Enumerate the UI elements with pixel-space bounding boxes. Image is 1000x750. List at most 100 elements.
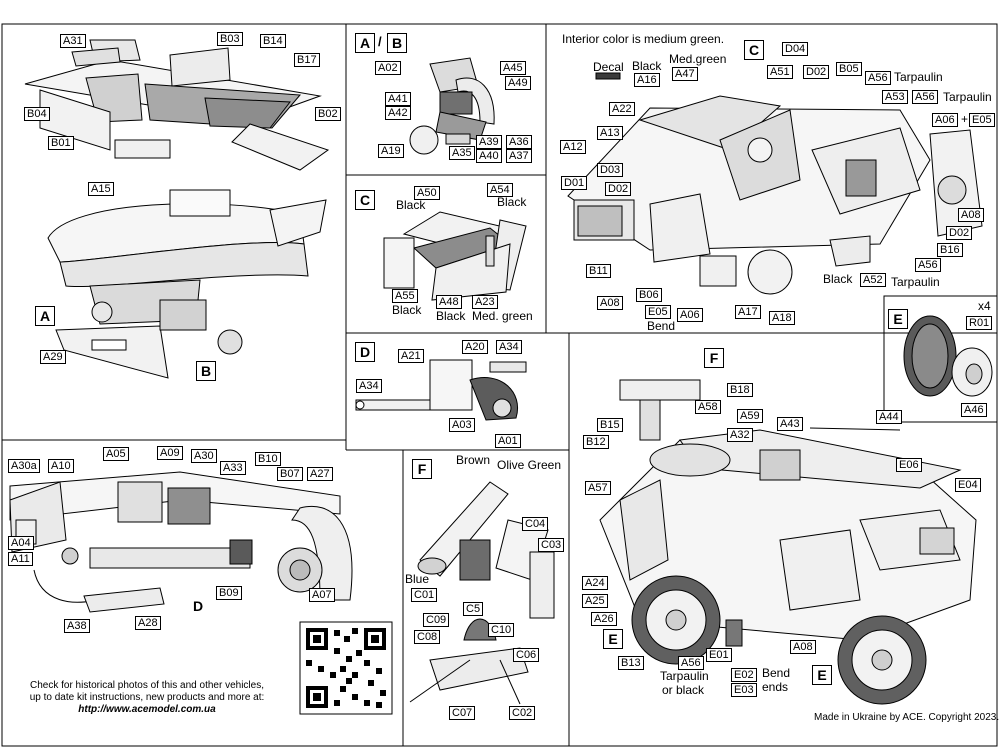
part-label: A34 [496,340,522,354]
paint-note: Tarpaulin [660,669,709,683]
panel-tag: F [412,459,432,479]
part-label: E03 [731,683,757,697]
qr-code [299,621,393,715]
part-label: B11 [586,264,611,278]
paint-note: Black [632,59,662,73]
part-label: D02 [605,182,632,196]
part-label: A19 [378,144,404,158]
panel-e-wheel-frame [883,295,998,423]
part-label: A30 [191,449,217,463]
part-label: A27 [307,467,333,481]
lower-hull-drawing [9,471,353,613]
part-label: C07 [449,706,476,720]
part-label: A59 [737,409,763,423]
panel-tag: F [704,348,724,368]
paint-note: Black [396,198,426,212]
part-label: A22 [609,102,635,116]
part-label: A30a [8,459,40,473]
assembly-callout: D [193,598,204,614]
part-label: C02 [509,706,536,720]
interior-color-note: Interior color is medium green. [562,32,725,46]
part-label: D03 [597,163,624,177]
part-label: B14 [260,34,286,48]
part-label: B13 [618,656,644,670]
part-label: A58 [695,400,721,414]
part-label: A01 [495,434,521,448]
fender-assembly-drawing [47,189,327,379]
part-label: A08 [597,296,623,310]
part-label: D02 [803,65,830,79]
part-label: A17 [735,305,761,319]
paint-note: ends [762,680,789,694]
part-label: C06 [513,648,540,662]
part-label: C5 [463,602,484,616]
part-label: A45 [500,61,526,75]
part-label: A51 [767,65,793,79]
part-label: A43 [777,417,803,431]
part-label: A26 [591,612,617,626]
vehicle-assembly-drawing [599,379,977,705]
part-label: A56 [678,656,704,670]
part-label: A20 [462,340,488,354]
website-note-line: up to date kit instructions, new product… [29,692,265,703]
part-label: C09 [423,613,450,627]
part-label: A57 [585,481,611,495]
panel-tag: A [355,33,375,53]
part-label: B16 [937,243,963,257]
part-label: A55 [392,289,418,303]
part-label: A10 [48,459,74,473]
paint-note: Med.green [669,52,727,66]
wheel-drawing [903,315,993,397]
paint-note: Black [497,195,527,209]
part-label: A50 [414,186,440,200]
panel-tag-separator: / [378,34,382,49]
part-label: A06 [677,308,703,322]
part-label: C08 [414,630,441,644]
part-label: A11 [8,552,33,566]
part-label: B12 [583,435,609,449]
weapon-assembly-drawing [355,359,527,421]
part-label: D04 [782,42,809,56]
copyright-note: Made in Ukraine by ACE. Copyright 2023. [814,712,1000,723]
part-label: A35 [449,146,475,160]
part-label: E06 [896,458,922,472]
website-note-line: Check for historical photos of this and … [29,680,264,691]
part-label: B01 [48,136,74,150]
panel-tag: B [387,33,407,53]
assembly-callout: A [35,306,55,326]
website-url[interactable]: http://www.acemodel.com.ua [78,704,216,715]
upper-hull-drawing [24,39,330,171]
part-label: A47 [672,67,698,81]
suspension-assembly-drawing [409,57,495,155]
part-label: A18 [769,311,795,325]
part-label: A16 [634,73,660,87]
launcher-assembly-drawing [409,481,555,705]
part-label: A03 [449,418,475,432]
part-label: A48 [436,295,462,309]
part-label: A02 [375,61,401,75]
assembly-callout: E [812,665,832,685]
part-label: A52 [860,273,886,287]
part-label: B06 [636,288,662,302]
part-label: E01 [706,648,732,662]
part-label: C04 [522,517,549,531]
part-label: E04 [955,478,981,492]
part-label: A56 [912,90,938,104]
seat-assembly-drawing [383,211,527,301]
part-label: A13 [597,126,623,140]
paint-note: Tarpaulin [894,70,943,84]
part-label: A54 [487,183,513,197]
part-label: A42 [385,106,411,120]
part-label: A09 [157,446,183,460]
part-label: A07 [309,588,335,602]
paint-note: Brown [456,453,491,467]
part-label: B03 [217,32,243,46]
part-label: B09 [216,586,242,600]
part-label: A31 [60,34,86,48]
plus-sign: + [961,112,969,126]
part-label: A34 [356,379,382,393]
part-label: A21 [398,349,424,363]
part-label: A05 [103,447,129,461]
panel-tag: E [888,309,908,329]
